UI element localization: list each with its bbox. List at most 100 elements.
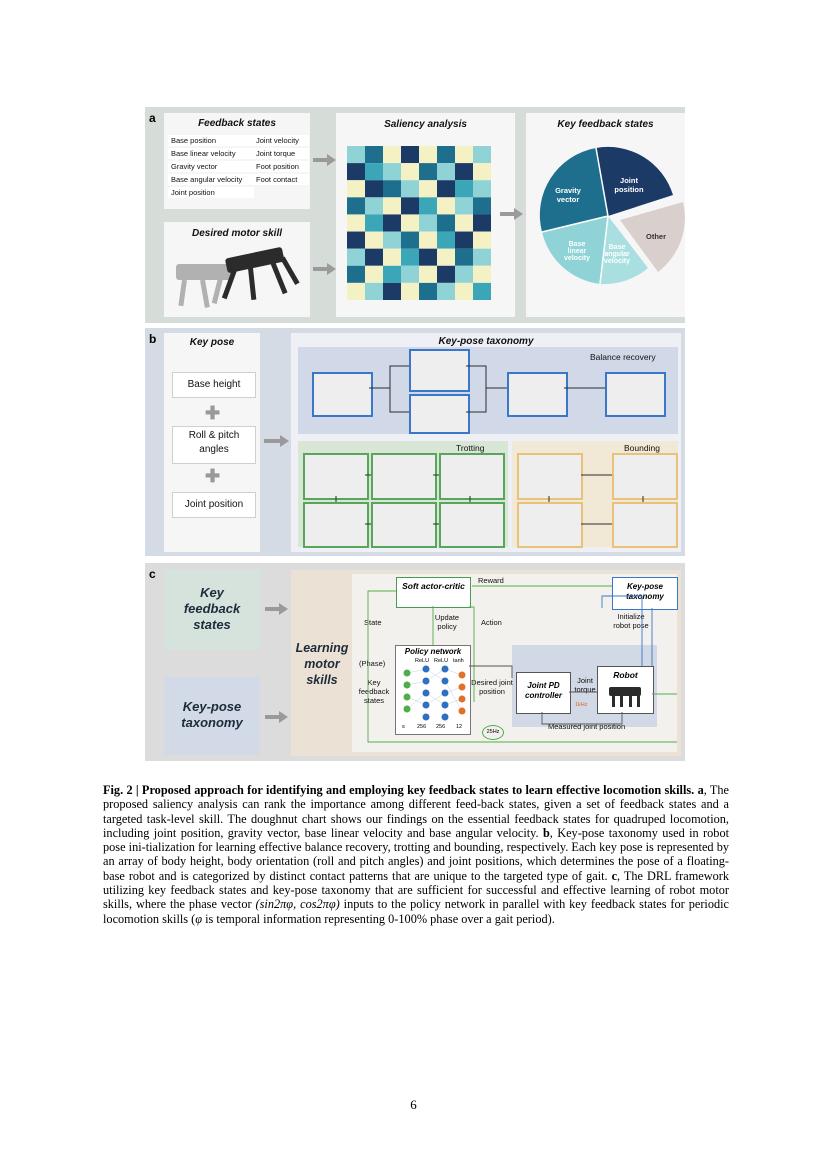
soft-actor-critic-label: Soft actor-critic: [402, 581, 465, 591]
heatmap-cell: [437, 248, 455, 266]
tanh-label: tanh: [453, 658, 464, 664]
heatmap-cell: [419, 163, 437, 181]
key-feedback-pie: [539, 146, 685, 285]
key-pose-taxonomy-block: Key-pose taxonomy: [164, 677, 260, 755]
arrow-c2-shaft: [265, 715, 279, 719]
arrow-a3-head: [514, 208, 523, 220]
key-pose-taxonomy-title: Key-pose taxonomy: [438, 336, 534, 347]
desired-motor-skill-title: Desired motor skill: [191, 228, 283, 239]
taxonomy-connectors: [335, 365, 644, 525]
trot-pose-5: [371, 502, 437, 548]
kp-taxonomy-box: Key-pose taxonomy: [612, 577, 678, 610]
heatmap-cell: [401, 197, 419, 215]
pie-slice-base-linear-velocity: [542, 216, 608, 284]
heatmap-cell: [455, 282, 473, 300]
heatmap-cell: [401, 248, 419, 266]
heatmap-cell: [401, 231, 419, 249]
key-pose-title: Key pose: [189, 337, 235, 348]
policy-network-title: Policy network: [404, 647, 462, 656]
heatmap-cell: [473, 282, 491, 300]
bound-pose-4: [612, 502, 678, 548]
heatmap-cell: [365, 231, 383, 249]
heatmap-cell: [365, 197, 383, 215]
heatmap-cell: [347, 214, 365, 232]
heatmap-cell: [365, 214, 383, 232]
feedback-states-title: Feedback states: [198, 118, 276, 129]
feedback-item: Base position: [168, 135, 254, 146]
heatmap-cell: [347, 282, 365, 300]
plus-icon-2: ✚: [205, 466, 221, 486]
trot-pose-2: [371, 453, 437, 500]
arrow-c1-shaft: [265, 607, 279, 611]
bound-pose-3: [517, 502, 583, 548]
trot-pose-4: [303, 502, 369, 548]
layer-size-hidden-2: 256: [436, 724, 446, 730]
feedback-item: Gravity vector: [168, 161, 254, 172]
learning-motor-skills-title: Learning motor skills: [295, 641, 349, 687]
feedback-item: Joint velocity: [253, 135, 309, 146]
arrow-a1-head: [327, 154, 336, 166]
arrow-a2-shaft: [313, 267, 327, 271]
heatmap-cell: [401, 146, 419, 164]
layer-size-hidden-1: 256: [417, 724, 427, 730]
measured-joint-position-label: Measured joint position: [548, 722, 626, 731]
heatmap-cell: [347, 231, 365, 249]
key-feedback-states-block: Key feedback states: [164, 570, 260, 650]
pie-slice-base-angular-velocity: [600, 216, 648, 285]
heatmap-cell: [347, 197, 365, 215]
heatmap-cell: [347, 248, 365, 266]
caption-phi: φ: [195, 911, 203, 926]
trotting-label: Trotting: [456, 443, 485, 453]
joint-pd-controller-box: Joint PD controller: [516, 672, 571, 714]
pie-slice-joint-position: [596, 146, 673, 216]
caption-a-text: , The proposed saliency analysis can ran…: [103, 783, 729, 840]
caption-c-text3: is temporal information representing 0-1…: [202, 911, 555, 926]
soft-actor-critic-box: Soft actor-critic: [396, 577, 471, 608]
heatmap-cell: [365, 163, 383, 181]
balance-pose-3: [507, 372, 568, 417]
feedback-item: Base angular velocity: [168, 174, 254, 185]
heatmap-cell: [455, 180, 473, 198]
policy-network-diagram: [403, 665, 466, 721]
feedback-item: Foot contact: [253, 174, 309, 185]
kp-taxonomy-box-label: Key-pose taxonomy: [626, 582, 664, 601]
reward-label: Reward: [478, 576, 504, 585]
plus-icon-1: ✚: [205, 403, 221, 423]
heatmap-cell: [383, 197, 401, 215]
heatmap-cell: [383, 248, 401, 266]
heatmap-cell: [473, 265, 491, 283]
caption-c-text2: inputs to the policy network in parallel…: [103, 897, 730, 926]
heatmap-cell: [455, 163, 473, 181]
desired-motor-skill-box: Desired motor skill: [164, 222, 310, 317]
pie-label-base-angular-velocity: Base angular velocity: [603, 244, 631, 265]
relu-label-1: ReLU: [415, 658, 430, 664]
heatmap-cell: [437, 163, 455, 181]
heatmap-cell: [383, 163, 401, 181]
balance-pose-1: [312, 372, 373, 417]
heatmap-cell: [383, 265, 401, 283]
heatmap-cell: [347, 146, 365, 164]
heatmap-cell: [401, 163, 419, 181]
panel-c-label: c: [149, 567, 156, 581]
drl-connectors: [367, 585, 677, 743]
key-feedback-states-title: Key feedback states: [557, 119, 654, 130]
key-pose-item-roll-pitch: Roll & pitch angles: [172, 426, 256, 464]
saliency-analysis-title: Saliency analysis: [384, 119, 467, 130]
relu-label-2: ReLU: [434, 658, 449, 664]
arrow-b-head: [280, 435, 289, 447]
balance-pose-4: [605, 372, 666, 417]
joint-torque-label: Joint torque: [574, 676, 596, 694]
heatmap-cell: [437, 180, 455, 198]
heatmap-cell: [437, 214, 455, 232]
feedback-item: Foot position: [253, 161, 309, 172]
trot-pose-6: [439, 502, 505, 548]
phase-label: (Phase): [359, 659, 386, 668]
heatmap-cell: [365, 146, 383, 164]
heatmap-cell: [419, 282, 437, 300]
freq-1khz-label: 1kHz: [575, 702, 588, 708]
pie-slice-other: [620, 202, 685, 272]
saliency-heatmap: [347, 146, 491, 300]
heatmap-cell: [419, 265, 437, 283]
robot-skill-image: [176, 247, 300, 308]
heatmap-cell: [455, 231, 473, 249]
